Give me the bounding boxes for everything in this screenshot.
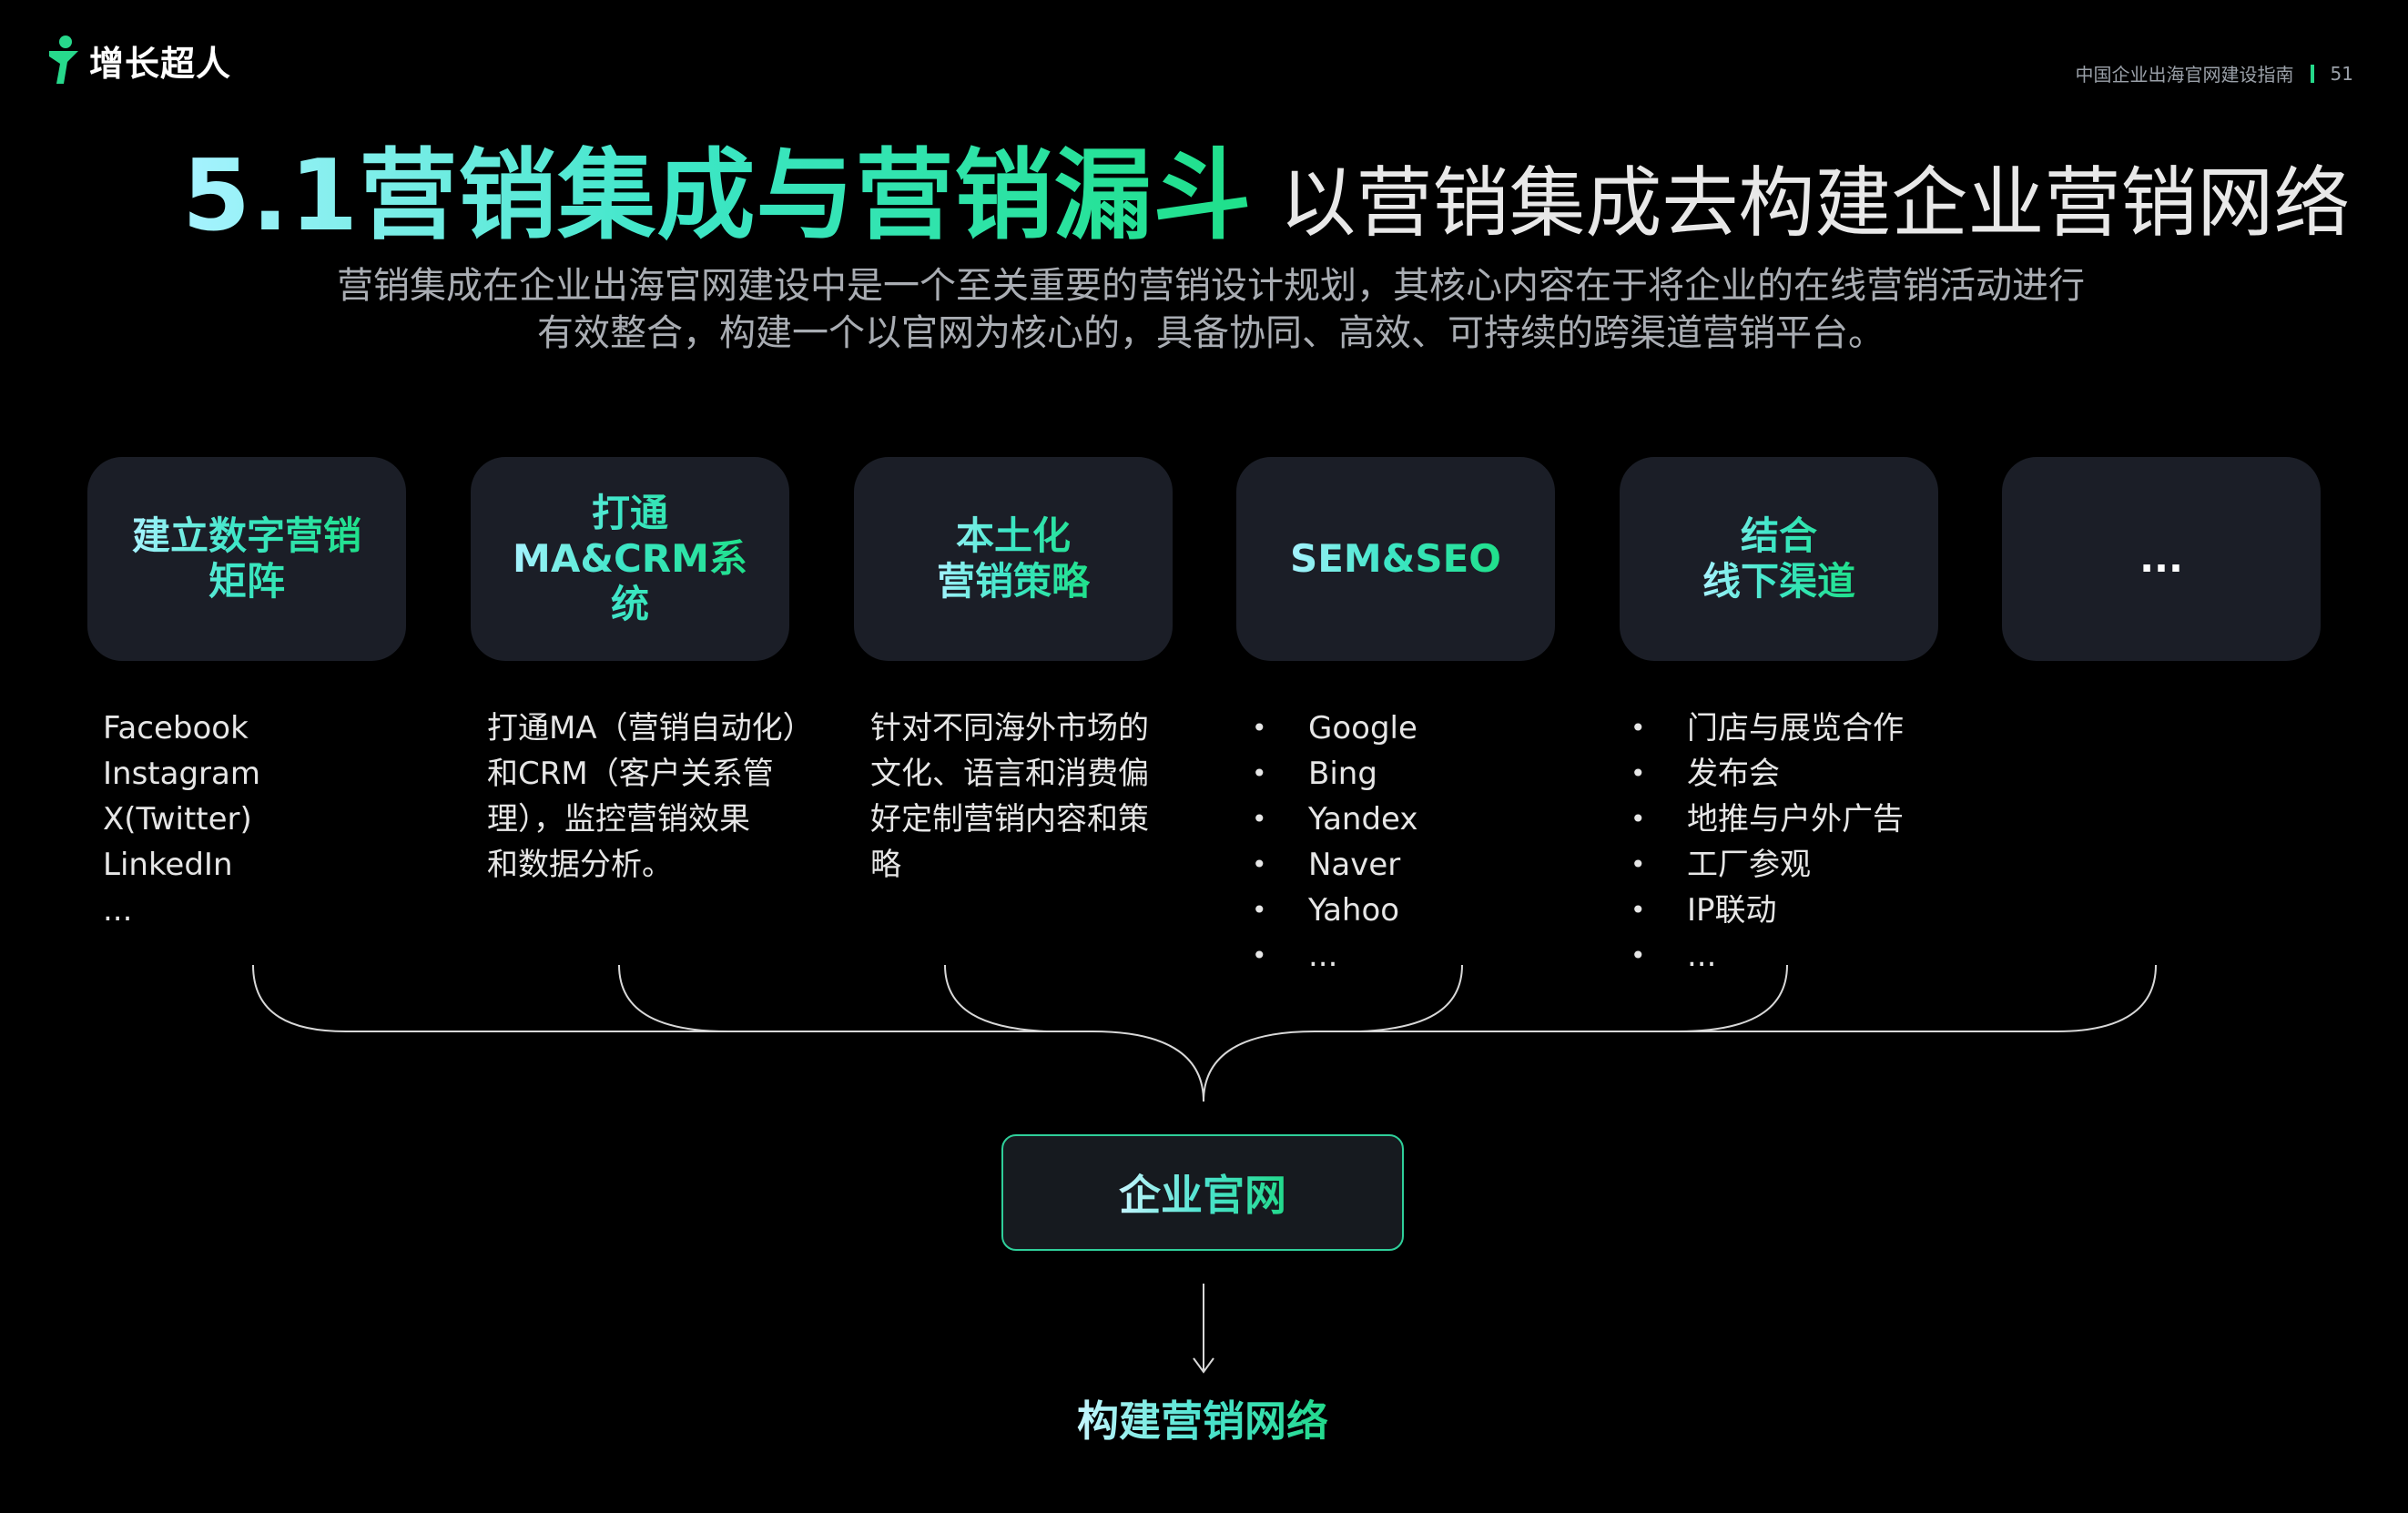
list-item: Instagram	[103, 756, 260, 792]
list-item: ...	[1252, 933, 1418, 979]
brand-name: 增长超人	[89, 43, 232, 84]
card-digital-matrix: 建立数字营销 矩阵	[87, 457, 406, 661]
list-item: LinkedIn	[103, 847, 233, 883]
list-item: 门店与展览合作	[1631, 706, 1904, 751]
list-item: ...	[103, 892, 133, 929]
page-title: 5.1营销集成与营销漏斗 以营销集成去构建企业营销网络	[182, 117, 2350, 259]
card-more: ...	[2002, 457, 2321, 661]
card-ma-crm: 打通 MA&CRM系 统	[471, 457, 789, 661]
search-engine-list: Google Bing Yandex Naver Yahoo ...	[1252, 706, 1418, 979]
localization-description: 针对不同海外市场的 文化、语言和消费偏 好定制营销内容和策 略	[870, 710, 1149, 883]
arrow-head-icon	[1193, 1357, 1214, 1374]
title-main: 5.1营销集成与营销漏斗	[182, 117, 1252, 259]
ma-crm-description: 打通MA（营销自动化） 和CRM（客户关系管 理），监控营销效果 和数据分析。	[487, 710, 814, 883]
document-name: 中国企业出海官网建设指南	[2075, 64, 2294, 86]
list-item: X(Twitter)	[103, 801, 252, 838]
document-reference: 中国企业出海官网建设指南 51	[2076, 60, 2353, 86]
page-number: 51	[2330, 62, 2353, 85]
list-item: Bing	[1252, 751, 1418, 797]
brace-outer	[252, 964, 2157, 1102]
brace-inner-right	[1677, 964, 1788, 1032]
card-label: ...	[2139, 536, 2183, 581]
intro-paragraph: 营销集成在企业出海官网建设中是一个至关重要的营销设计规划，其核心内容在于将企业的…	[337, 265, 2085, 354]
list-item: IP联动	[1631, 888, 1904, 933]
list-item: ...	[1631, 933, 1904, 979]
result-text: 构建营销网络	[1077, 1396, 1328, 1446]
brace-inner-left	[618, 964, 729, 1032]
list-item: Yandex	[1252, 797, 1418, 842]
card-label: 结合 线下渠道	[1702, 513, 1855, 604]
list-item: Naver	[1252, 842, 1418, 888]
brand-mark-icon	[46, 35, 82, 86]
card-label: 打通 MA&CRM系 统	[513, 491, 747, 626]
hub-box: 企业官网	[1001, 1134, 1404, 1251]
brace-inner-center-right	[1359, 964, 1463, 1032]
card-localization: 本土化 营销策略	[854, 457, 1173, 661]
social-media-list: Facebook Instagram X(Twitter) LinkedIn .…	[103, 706, 260, 933]
list-item: Facebook	[103, 710, 249, 746]
hub-label: 企业官网	[1119, 1163, 1286, 1223]
card-label: 建立数字营销 矩阵	[131, 513, 361, 604]
list-item: 发布会	[1631, 751, 1904, 797]
offline-channel-list: 门店与展览合作 发布会 地推与户外广告 工厂参观 IP联动 ...	[1631, 706, 1904, 979]
card-offline-channels: 结合 线下渠道	[1620, 457, 1938, 661]
list-item: Yahoo	[1252, 888, 1418, 933]
list-item: 地推与户外广告	[1631, 797, 1904, 842]
separator-bar	[2310, 64, 2314, 83]
brace-inner-center-left	[944, 964, 1048, 1032]
card-label: SEM&SEO	[1289, 536, 1501, 581]
card-sem-seo: SEM&SEO	[1236, 457, 1555, 661]
card-label: 本土化 营销策略	[936, 513, 1090, 604]
list-item: Google	[1252, 706, 1418, 751]
brand-logo: 增长超人	[46, 35, 231, 86]
title-subtitle: 以营销集成去构建企业营销网络	[1279, 158, 2351, 248]
result-label: 构建营销网络	[983, 1388, 1422, 1448]
list-item: 工厂参观	[1631, 842, 1904, 888]
